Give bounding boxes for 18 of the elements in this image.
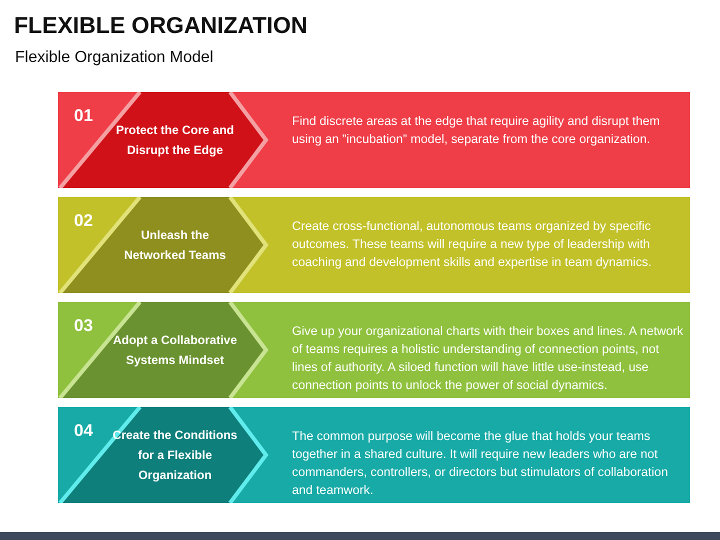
step-heading: Adopt a Collaborative Systems Mindset	[112, 332, 238, 369]
step-band	[58, 407, 690, 503]
subtitle: Flexible Organization Model	[15, 49, 214, 67]
title: FLEXIBLE ORGANIZATION	[14, 12, 308, 39]
step-band	[58, 197, 690, 293]
step-description: Create cross-functional, autonomous teams organized by specific outcomes. These teams will require a new type of leadership with coaching and development skills and expertise in team dynamics.	[292, 218, 653, 271]
step-number: 01	[74, 106, 93, 126]
step-band	[58, 92, 690, 188]
step-band	[58, 302, 690, 398]
step-number: 04	[74, 421, 93, 441]
step-description: Give up your organizational charts with their boxes and lines. A network of teams requires a holistic understanding of connection points, not lines of authority. A siloed function will have little use-instead, use connection points to unlock the power of social dynamics.	[292, 323, 684, 394]
step-heading: Create the Conditions for a Flexible Organization	[112, 427, 238, 484]
step-description: Find discrete areas at the edge that require agility and disrupt them using an ”incubation” model, separate from the core organization.	[292, 113, 661, 148]
step-heading: Protect the Core and Disrupt the Edge	[114, 122, 236, 159]
step-number: 03	[74, 316, 93, 336]
step-number: 02	[74, 211, 93, 231]
step-description: The common purpose will become the glue that holds your teams together in a shared culture. It will require new leaders who are not commanders, controllers, or directors but stimulators of collaboration and teamwork.	[292, 428, 670, 499]
step-heading: Unleash the Networked Teams	[123, 227, 227, 264]
